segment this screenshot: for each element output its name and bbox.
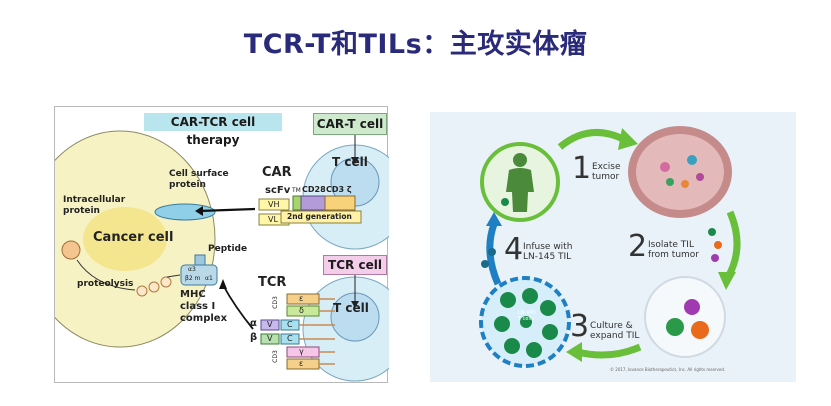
arrow-1-to-2: [557, 128, 627, 150]
vh-box: [258, 198, 290, 211]
cd3z-label: CD3 ζ: [326, 185, 352, 194]
tcr-cell-label: TCR cell: [323, 255, 387, 275]
page-title: TCR-T和TILs：主攻实体瘤: [243, 29, 588, 60]
step-2-number: 2: [628, 229, 648, 264]
alpha-label: α: [250, 318, 257, 329]
tcr-alpha-v: [260, 319, 280, 331]
ln145-tcells-label: LN-145 T cells: [518, 310, 536, 322]
tm-label: TM: [292, 187, 301, 194]
beta-c-label: C: [287, 334, 293, 343]
intracellular-protein-label: Intracellular protein: [63, 195, 126, 216]
step-1-text: Excise tumor: [592, 162, 621, 182]
vh-label: VH: [268, 200, 280, 209]
peptide-label: Peptide: [208, 244, 248, 254]
scfv-label: scFv: [265, 185, 291, 196]
a1-label: α1: [205, 275, 213, 282]
arrow-3-to-4: [577, 343, 642, 359]
arrow-2-to-3: [724, 210, 741, 279]
culture-dish: [644, 276, 726, 358]
step-3-number: 3: [570, 309, 590, 344]
b2m-label: β2 m: [185, 275, 201, 282]
proteolysis-dot: [148, 281, 160, 293]
cancer-cell-label: Cancer cell: [93, 230, 174, 245]
car-tcr-therapy-label: CAR-TCR cell therapy: [144, 113, 282, 147]
t-cell-bottom-label: T cell: [333, 301, 369, 315]
second-gen-box: [280, 210, 362, 224]
second-generation-label: 2nd generation: [287, 212, 352, 221]
beta-v-label: V: [267, 334, 273, 343]
proteolysis-dot: [136, 285, 148, 297]
step-3-text: Culture & expand TIL: [590, 321, 640, 341]
human-icon: [506, 153, 534, 212]
cd3-top-label: CD3: [271, 296, 279, 309]
surface-protein-shape: [154, 203, 216, 221]
gamma-label: γ: [299, 347, 304, 356]
cd3z-box: [324, 195, 356, 211]
car-tcr-diagram: CAR-TCR cell therapy CAR-T cell TCR cell…: [54, 106, 389, 383]
copyright-text: © 2017, Iovance Biotherapeutics, Inc. Al…: [610, 367, 726, 372]
epsilon-bottom-label: ε: [299, 359, 304, 368]
nucleus-glow: [83, 207, 167, 271]
proteolysis-label: proteolysis: [77, 279, 134, 289]
til-cells: [494, 288, 558, 358]
step-1-number: 1: [572, 151, 592, 186]
car-tcr-svg: [55, 129, 389, 382]
proteolysis-arrow: [76, 259, 136, 291]
a3-label: α3: [188, 266, 196, 273]
proteolysis-dot: [160, 276, 172, 288]
til-process-diagram: 1 Excise tumor 2 Isolate TIL from tumor …: [430, 112, 796, 382]
epsilon-top-label: ε: [299, 294, 304, 303]
cd28-label: CD28: [302, 185, 326, 194]
alpha-c-label: C: [287, 320, 293, 329]
tcr-label: TCR: [258, 275, 287, 290]
vl-label: VL: [268, 215, 278, 224]
t-cell-top-label: T cell: [332, 155, 368, 169]
car-t-cell-label: CAR-T cell: [313, 113, 387, 135]
beta-label: β: [250, 332, 258, 343]
tcr-beta-v: [260, 333, 280, 345]
step-2-text: Isolate TIL from tumor: [648, 240, 700, 260]
tm-box: [292, 195, 302, 211]
delta-label: δ: [299, 306, 304, 315]
intracellular-protein-dot: [61, 240, 81, 260]
mhc-label: MHC class I complex: [180, 289, 228, 324]
alpha-v-label: V: [267, 320, 273, 329]
step-4-text: Infuse with LN-145 TIL: [523, 242, 573, 262]
cd3-bottom-label: CD3: [271, 350, 279, 363]
cd28-box: [300, 195, 326, 211]
step-4-number: 4: [504, 232, 524, 267]
til-process-svg: [479, 126, 741, 368]
cell-surface-protein-label: Cell surface protein: [169, 169, 229, 190]
car-label: CAR: [262, 165, 292, 180]
